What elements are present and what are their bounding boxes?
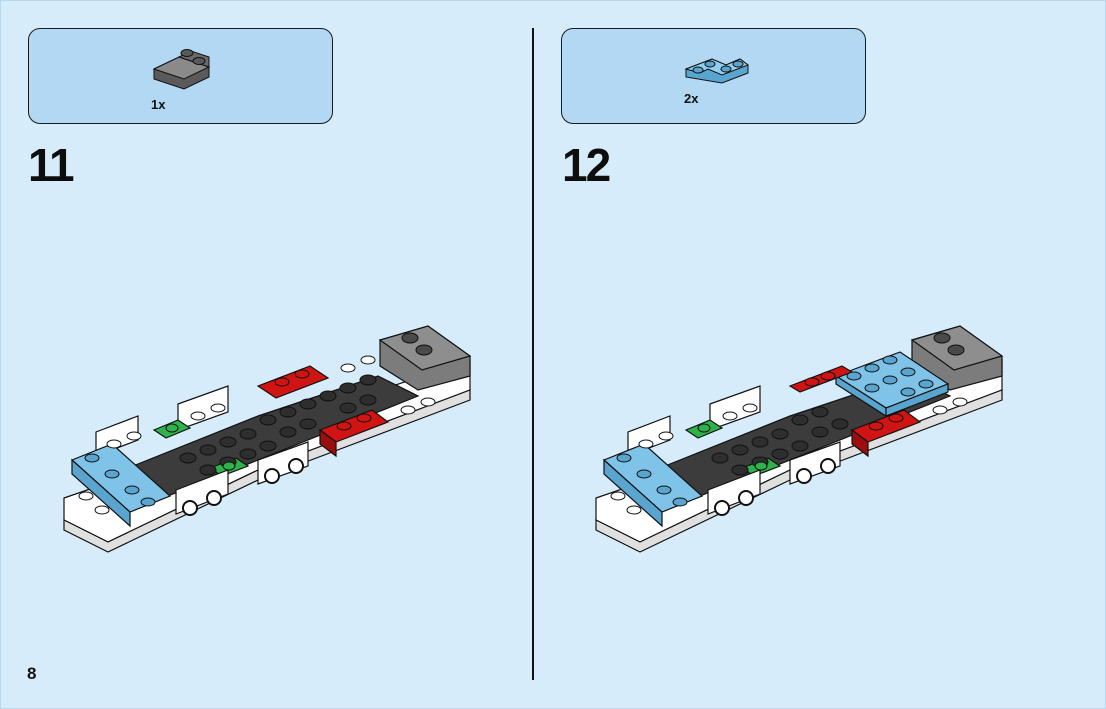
page-number: 8 — [27, 664, 37, 683]
parts-callout-step-12: 2x — [561, 28, 866, 124]
part-quantity: 2x — [684, 91, 699, 106]
step-number: 12 — [562, 139, 611, 191]
step-12-model-illustration — [595, 325, 1004, 553]
part-quantity: 1x — [151, 97, 166, 112]
light-blue-corner-plate-icon — [684, 58, 750, 84]
step-number: 11 — [28, 139, 75, 191]
step-11-model-illustration — [63, 325, 472, 553]
page-divider — [532, 28, 534, 680]
parts-callout-step-11: 1x — [28, 28, 333, 124]
dark-gray-slope-brick-icon — [152, 49, 211, 90]
